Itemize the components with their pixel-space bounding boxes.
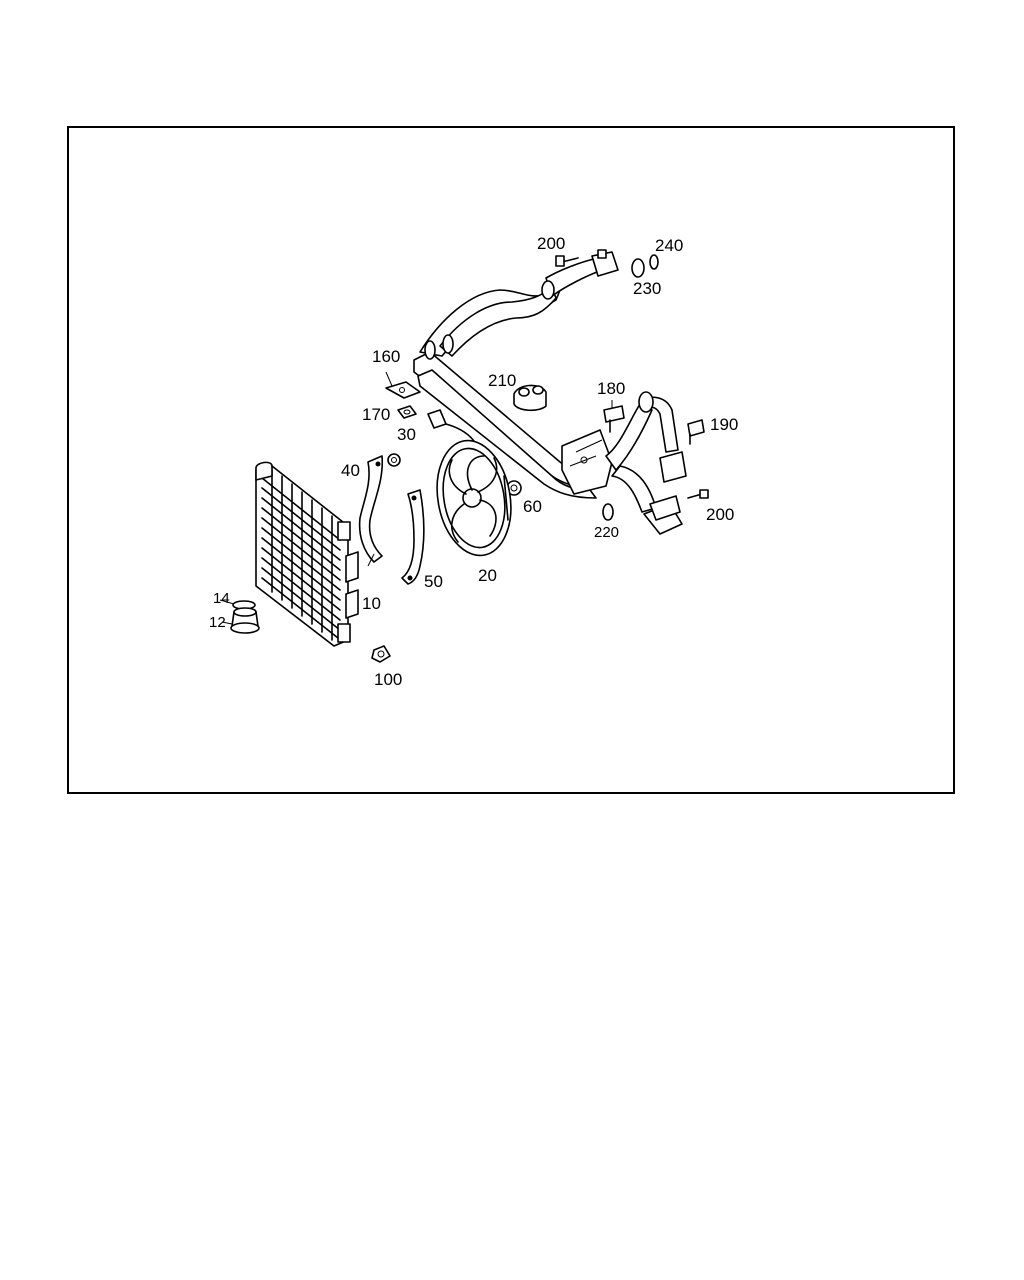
label-170: 170 [362,405,391,424]
bolt-200-top [555,255,579,267]
label-20: 20 [478,566,497,585]
rubber-mount-210 [513,384,547,412]
bracket-40 [358,453,401,563]
label-180: 180 [597,379,626,398]
label-160: 160 [372,347,401,366]
bracket-50 [401,489,425,585]
label-30: 30 [397,425,416,444]
nut-100 [371,645,391,663]
coolant-pipe-160 [385,257,687,535]
bolt-200-lower [687,489,709,499]
leader-lines [219,371,613,625]
label-200-top: 200 [537,234,566,253]
label-220: 220 [594,524,620,541]
bolt-180 [603,405,625,433]
label-10: 10 [362,594,381,613]
label-100: 100 [374,670,403,689]
cap-12 [230,607,260,634]
fan-20 [436,439,512,557]
nut-170 [397,405,417,419]
label-60: 60 [523,497,542,516]
radiator-10 [255,461,359,647]
o-ring-220 [602,503,614,521]
label-190: 190 [710,415,739,434]
label-200-lower: 200 [706,505,735,524]
label-50: 50 [424,572,443,591]
bolt-190 [687,419,705,445]
label-12: 12 [209,614,226,631]
top-connector-fitting [591,249,619,277]
o-ring-240 [649,254,659,270]
diagram-frame [67,126,955,794]
label-240: 240 [655,236,684,255]
label-14: 14 [213,590,230,607]
label-40: 40 [341,461,360,480]
o-ring-230 [631,258,645,278]
label-230: 230 [633,279,662,298]
label-210: 210 [488,371,517,390]
